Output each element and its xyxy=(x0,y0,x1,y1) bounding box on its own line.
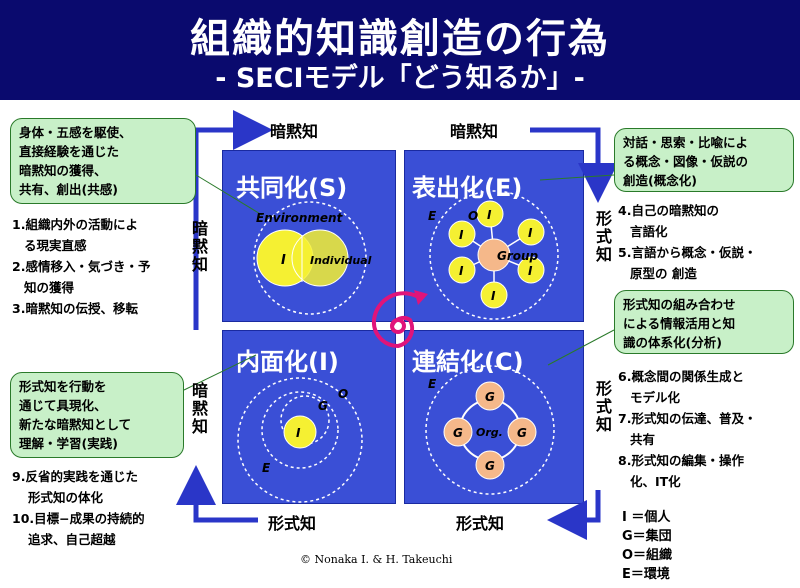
label-g: G xyxy=(453,426,463,440)
quadrant-title-s: 共同化(S) xyxy=(236,174,348,202)
page-subtitle: - SECIモデル「どう知るか」- xyxy=(215,63,585,94)
label-i: I xyxy=(296,426,301,440)
individual-node xyxy=(480,281,508,309)
group-node xyxy=(475,381,505,411)
label-environment: Environment xyxy=(256,211,344,225)
label-i: I xyxy=(459,228,464,242)
label-i: I xyxy=(459,264,464,278)
label-individual: Individual xyxy=(310,254,372,267)
label-group: Group xyxy=(497,249,539,263)
group-node xyxy=(475,450,505,480)
spiral-arrow-head xyxy=(414,290,428,305)
label-g: G xyxy=(517,426,527,440)
arrow-top-left xyxy=(193,110,273,330)
group-node xyxy=(507,417,537,447)
arrow-bottom-right xyxy=(547,490,601,540)
individual-circle xyxy=(283,415,317,449)
quadrant-title-i: 内面化(I) xyxy=(236,348,339,376)
copyright-credit: © Nonaka I. & H. Takeuchi xyxy=(300,553,453,566)
title-banner xyxy=(0,0,800,100)
label-i: I xyxy=(281,253,286,268)
label-e: E xyxy=(428,377,437,391)
axis-top-left: 暗黙知 xyxy=(270,122,319,141)
legend-item: G＝集団 xyxy=(622,529,672,544)
callout-combination: 形式知の組み合わせによる情報活用と知識の体系化(分析) xyxy=(614,290,794,354)
legend: I ＝個人 G＝集団 O＝組織 E＝環境 xyxy=(622,508,672,584)
label-g: G xyxy=(318,399,328,413)
quadrant-s xyxy=(222,150,396,322)
label-e: E xyxy=(262,461,271,475)
callout-internalization: 形式知を行動を通じて具現化、新たな暗黙知として理解・学習(実践) xyxy=(10,372,184,458)
label-i: I xyxy=(528,226,533,240)
quadrant-title-e: 表出化(E) xyxy=(412,174,523,202)
label-org: Org. xyxy=(476,426,503,439)
label-o: O xyxy=(468,209,478,223)
arrow-bottom-left xyxy=(176,465,258,523)
callout-pointer-e xyxy=(539,174,615,181)
legend-item: O＝組織 xyxy=(622,548,673,563)
individual-node xyxy=(476,200,504,228)
individual-node xyxy=(448,220,476,248)
knowledge-spiral xyxy=(371,291,422,349)
callout-pointer-i xyxy=(183,354,257,391)
label-i: I xyxy=(491,289,496,303)
individual-node xyxy=(517,256,545,284)
callout-pointer-c xyxy=(547,329,615,366)
axis-right-top: 形式知 xyxy=(593,210,612,264)
axis-right-bottom: 形式知 xyxy=(593,380,612,434)
page-title: 組織的知識創造の行為 xyxy=(190,16,610,62)
quadrant-i xyxy=(222,330,396,504)
axis-bottom-right: 形式知 xyxy=(456,514,505,533)
axis-bottom-left: 形式知 xyxy=(268,514,317,533)
legend-item: E＝環境 xyxy=(622,567,670,582)
group-node xyxy=(477,238,511,272)
label-g: G xyxy=(485,459,495,473)
label-i: I xyxy=(487,208,492,222)
quadrant-title-c: 連結化(C) xyxy=(412,348,524,376)
legend-item: I ＝個人 xyxy=(622,510,671,525)
label-g: G xyxy=(485,390,495,404)
callout-externalization: 対話・思索・比喩による概念・図像・仮説の創造(概念化) xyxy=(614,128,794,192)
label-i: I xyxy=(528,264,533,278)
axis-top-right: 暗黙知 xyxy=(450,122,499,141)
callout-socialization: 身体・五感を駆使、直接経験を通じた暗黙知の獲得、共有、創出(共感) xyxy=(10,118,196,204)
arrow-top-right xyxy=(530,127,618,203)
individual-circle-right xyxy=(291,229,349,287)
label-o: O xyxy=(338,387,348,401)
group-node xyxy=(443,417,473,447)
individual-node xyxy=(517,218,545,246)
axis-left-top: 暗黙知 xyxy=(189,220,208,274)
individual-node xyxy=(448,256,476,284)
callout-pointer-s xyxy=(195,174,263,216)
axis-left-bottom: 暗黙知 xyxy=(189,382,208,436)
label-e: E xyxy=(428,209,437,223)
